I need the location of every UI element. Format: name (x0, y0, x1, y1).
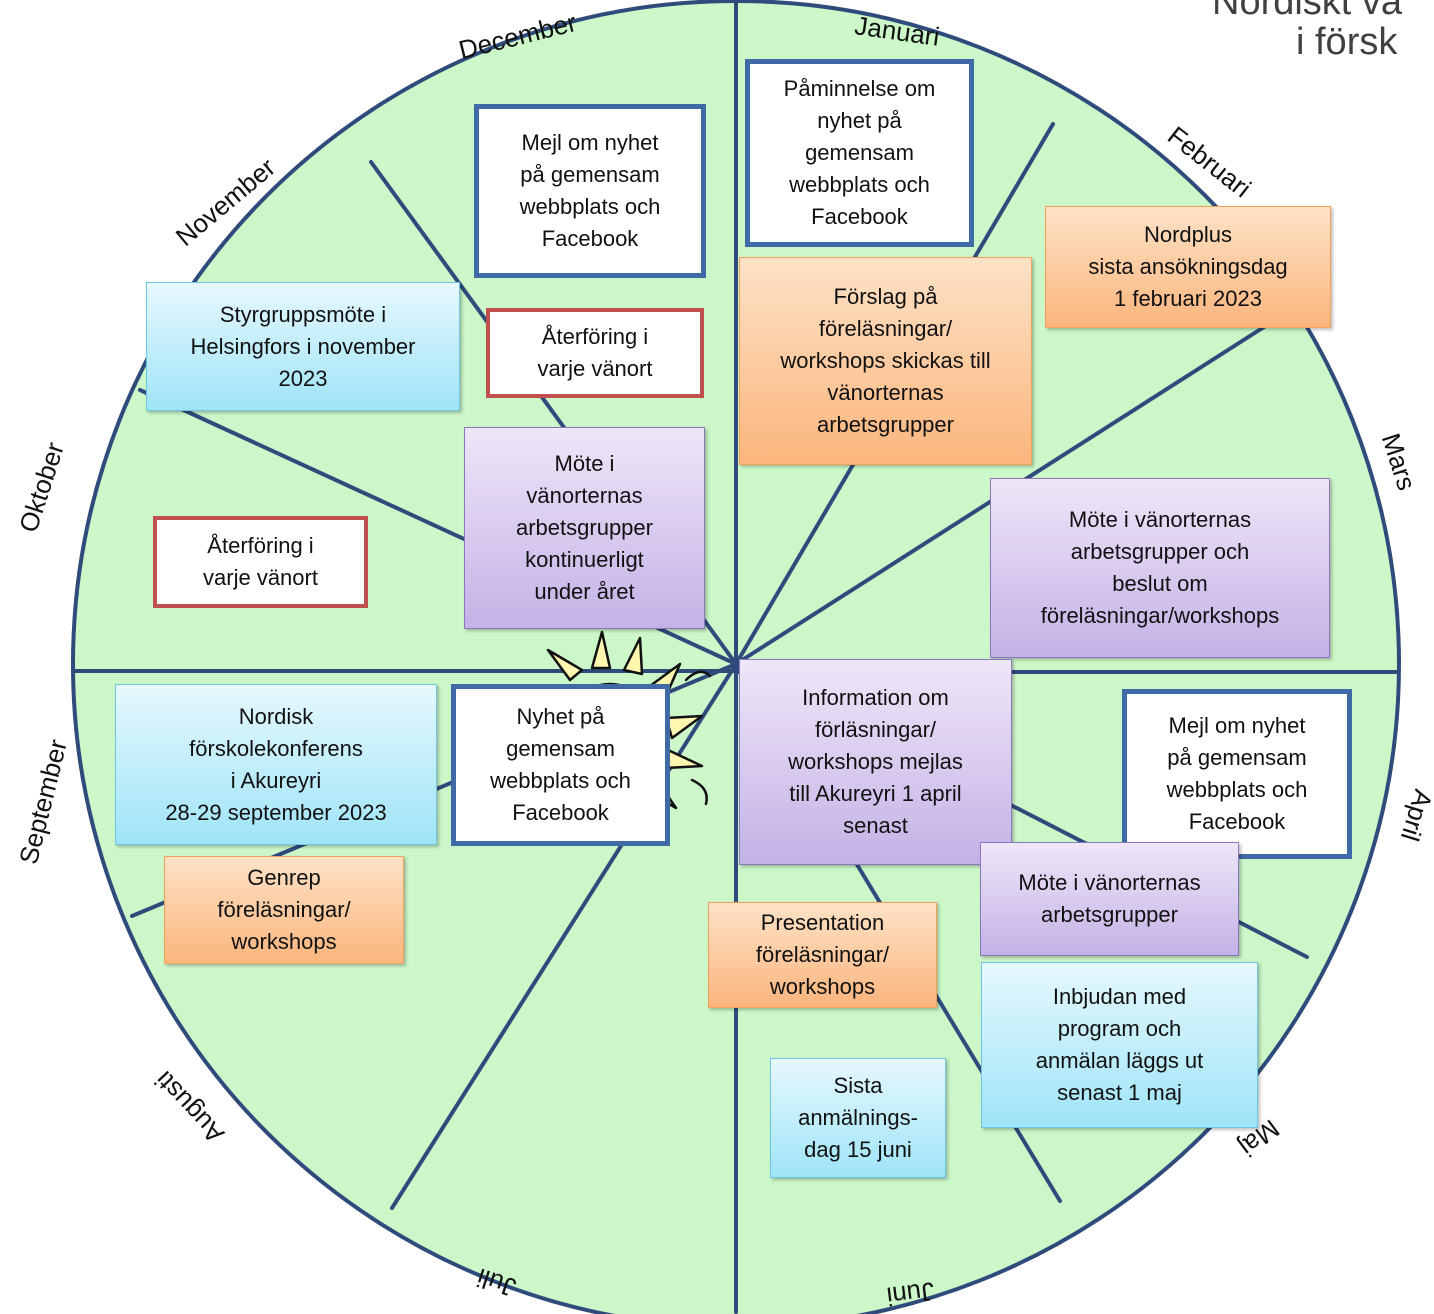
january-reminder-box: Påminnelse om nyhet på gemensam webbplat… (745, 59, 974, 247)
march-meeting-box: Möte i vänorternas arbetsgrupper och bes… (990, 478, 1330, 658)
october-feedback-box: Återföring i varje vänort (153, 516, 368, 608)
december-mail-box: Mejl om nyhet på gemensam webbplats och … (474, 104, 706, 278)
november-steering-box: Styrgruppsmöte i Helsingfors i november … (146, 282, 460, 411)
february-nordplus-box: Nordplus sista ansökningsdag 1 februari … (1045, 206, 1331, 328)
month-label-september: September (13, 736, 73, 867)
june-presentation-box: Presentation föreläsningar/ workshops (708, 902, 937, 1008)
april-meeting-box: Möte i vänorternas arbetsgrupper (980, 842, 1239, 956)
april-info-box: Information om förläsningar/ workshops m… (739, 659, 1012, 865)
page-title-line-2: i försk (1296, 21, 1398, 63)
page-title-line-1: Nordiskt vä (1212, 0, 1403, 23)
month-label-oktober: Oktober (13, 438, 70, 536)
september-conference-box: Nordisk förskolekonferens i Akureyri 28-… (115, 684, 437, 845)
september-news-box: Nyhet på gemensam webbplats och Facebook (451, 684, 670, 846)
january-proposals-box: Förslag på föreläsningar/ workshops skic… (739, 257, 1032, 465)
may-invitation-box: Inbjudan med program och anmälan läggs u… (981, 962, 1258, 1128)
april-mail-box: Mejl om nyhet på gemensam webbplats och … (1122, 689, 1352, 859)
page-title: Nordiskt vä i försk (1212, 0, 1402, 62)
september-genrep-box: Genrep föreläsningar/ workshops (164, 856, 404, 964)
month-label-juni: Juni (885, 1276, 936, 1312)
month-label-april: April (1395, 786, 1434, 845)
month-label-mars: Mars (1376, 430, 1422, 494)
november-feedback-box: Återföring i varje vänort (486, 308, 704, 398)
center-meeting-box: Möte i vänorternas arbetsgrupper kontinu… (464, 427, 705, 629)
june-deadline-box: Sista anmälnings- dag 15 juni (770, 1058, 946, 1178)
